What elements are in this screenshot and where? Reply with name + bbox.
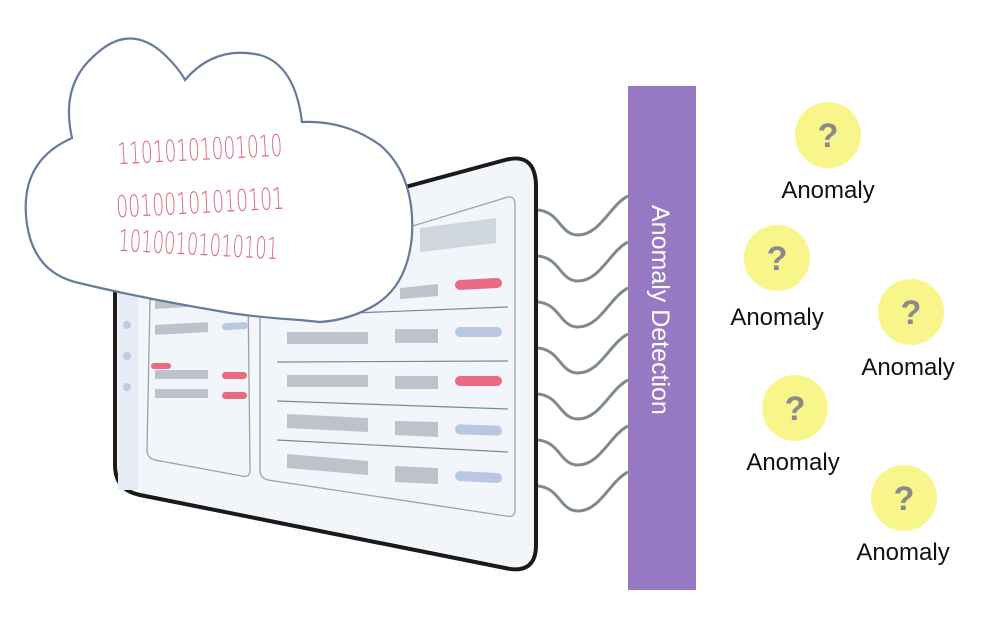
anomaly-label: Anomaly	[730, 304, 823, 331]
status-pill-red	[222, 392, 247, 399]
anomaly-node: ? Anomaly	[861, 279, 955, 381]
anomaly-node: ? Anomaly	[730, 225, 824, 331]
bar-gray	[395, 329, 438, 343]
anomaly-label: Anomaly	[781, 177, 874, 204]
dashboard-sidebar-strip	[118, 270, 138, 490]
anomaly-detection-module: Anomaly Detection	[628, 86, 696, 590]
binary-line-1: 11010101001010	[117, 129, 284, 173]
left-panel	[146, 289, 251, 478]
status-pill-red	[455, 278, 502, 290]
connector-line	[537, 470, 629, 513]
bar-gray	[287, 454, 368, 475]
connector-line	[537, 332, 629, 375]
table-row	[287, 454, 502, 484]
sidebar-dot	[123, 321, 131, 329]
bar-gray	[287, 375, 368, 387]
question-mark-icon: ?	[901, 294, 922, 332]
bar-gray	[287, 332, 368, 344]
bar-gray	[155, 389, 208, 398]
status-pill-blue	[455, 424, 502, 436]
question-mark-icon: ?	[894, 480, 915, 518]
question-mark-icon: ?	[785, 390, 806, 428]
anomaly-node: ? Anomaly	[781, 102, 875, 204]
status-pill-red	[455, 376, 502, 386]
anomaly-label: Anomaly	[856, 539, 949, 566]
bar-gray	[400, 284, 438, 299]
connector-line	[537, 240, 629, 283]
table-header-bar	[420, 218, 496, 252]
bar-gray	[155, 370, 208, 379]
connector-line	[537, 286, 629, 329]
row-divider	[276, 360, 509, 363]
anomaly-circle	[795, 102, 861, 168]
anomaly-node: ? Anomaly	[746, 375, 840, 476]
table-row	[400, 278, 502, 299]
sidebar-dot	[123, 383, 131, 391]
data-cloud: 11010101001010 00100101010101 1010010101…	[24, 37, 414, 324]
connector-line	[537, 378, 629, 421]
anomaly-circle	[762, 375, 828, 441]
question-mark-icon: ?	[818, 117, 839, 155]
detection-bar	[628, 86, 696, 590]
question-mark-icon: ?	[767, 240, 788, 278]
bar-gray	[395, 466, 438, 484]
status-pill-blue	[455, 327, 502, 337]
anomaly-circle	[744, 225, 810, 291]
detection-label: Anomaly Detection	[646, 205, 674, 415]
anomaly-circle	[878, 279, 944, 345]
anomaly-label: Anomaly	[861, 354, 954, 381]
anomaly-node: ? Anomaly	[856, 465, 950, 566]
row-divider	[276, 439, 509, 453]
connector-lines	[537, 194, 629, 513]
status-pill-blue	[455, 471, 502, 483]
status-pill-blue	[222, 322, 248, 331]
status-pill-red	[222, 372, 247, 379]
connector-line	[537, 424, 629, 467]
status-pill-red	[151, 363, 171, 369]
table-row	[287, 414, 502, 437]
bar-gray	[287, 414, 368, 432]
bar-gray	[395, 421, 438, 437]
connector-line	[537, 194, 629, 237]
table-row	[287, 375, 502, 389]
bar-gray	[395, 376, 438, 389]
table-row	[287, 327, 502, 344]
anomaly-circle	[871, 465, 937, 531]
anomaly-label: Anomaly	[746, 449, 839, 476]
binary-line-3: 10100101010101	[117, 224, 279, 267]
cloud-shape	[24, 37, 414, 324]
sidebar-dot	[123, 352, 131, 360]
bar-gray	[155, 322, 208, 335]
row-divider	[276, 400, 509, 410]
anomaly-list: ? Anomaly? Anomaly? Anomaly? Anomaly? Anomaly	[730, 102, 955, 566]
